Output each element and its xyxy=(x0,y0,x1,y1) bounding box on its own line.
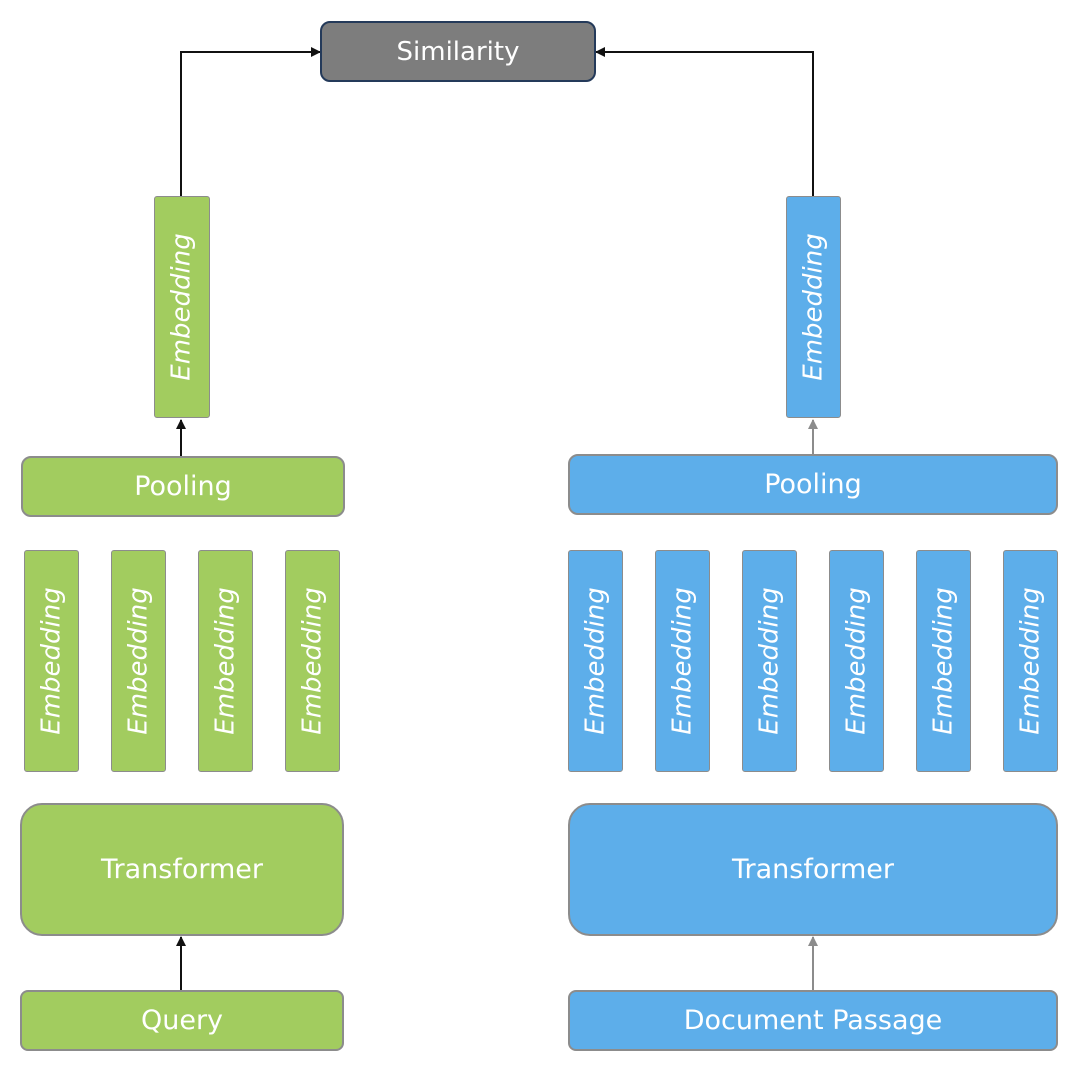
query-pooled-embedding: Embedding xyxy=(154,196,210,418)
similarity-node: Similarity xyxy=(320,21,596,82)
document-transformer-node: Transformer xyxy=(568,803,1058,936)
document-token-embedding-label: Embedding xyxy=(1015,587,1046,735)
document-token-embedding: Embedding xyxy=(655,550,710,772)
query-transformer-label: Transformer xyxy=(100,854,263,885)
document-token-embedding: Embedding xyxy=(1003,550,1058,772)
document-pooling-node: Pooling xyxy=(568,454,1058,515)
document-token-embedding-label: Embedding xyxy=(928,587,959,735)
query-token-embedding-label: Embedding xyxy=(297,587,328,735)
arrow-query-embedding-to-similarity xyxy=(180,47,321,196)
query-pooling-node: Pooling xyxy=(21,456,345,517)
document-input-label: Document Passage xyxy=(683,1005,943,1036)
similarity-label: Similarity xyxy=(396,36,520,67)
query-token-embedding-label: Embedding xyxy=(36,587,67,735)
document-token-embedding-label: Embedding xyxy=(841,587,872,735)
query-pooling-label: Pooling xyxy=(134,471,232,502)
query-token-embedding-label: Embedding xyxy=(210,587,241,735)
query-token-embedding: Embedding xyxy=(111,550,166,772)
document-input-node: Document Passage xyxy=(568,990,1058,1051)
document-token-embedding: Embedding xyxy=(916,550,971,772)
document-token-embedding-label: Embedding xyxy=(754,587,785,735)
query-transformer-node: Transformer xyxy=(20,803,344,936)
query-token-embedding: Embedding xyxy=(198,550,253,772)
query-pooled-embedding-label: Embedding xyxy=(167,233,197,381)
query-token-embedding: Embedding xyxy=(285,550,340,772)
document-token-embedding: Embedding xyxy=(742,550,797,772)
query-input-node: Query xyxy=(20,990,344,1051)
query-input-label: Query xyxy=(140,1005,224,1036)
document-transformer-label: Transformer xyxy=(731,854,894,885)
query-token-embedding: Embedding xyxy=(24,550,79,772)
document-token-embedding: Embedding xyxy=(568,550,623,772)
document-token-embedding-label: Embedding xyxy=(667,587,698,735)
query-token-embedding-label: Embedding xyxy=(123,587,154,735)
document-token-embedding: Embedding xyxy=(829,550,884,772)
document-token-embedding-label: Embedding xyxy=(580,587,611,735)
document-pooled-embedding-label: Embedding xyxy=(798,233,829,381)
document-pooling-label: Pooling xyxy=(764,469,862,500)
document-pooled-embedding: Embedding xyxy=(786,196,841,418)
arrow-document-embedding-to-similarity xyxy=(595,47,814,196)
